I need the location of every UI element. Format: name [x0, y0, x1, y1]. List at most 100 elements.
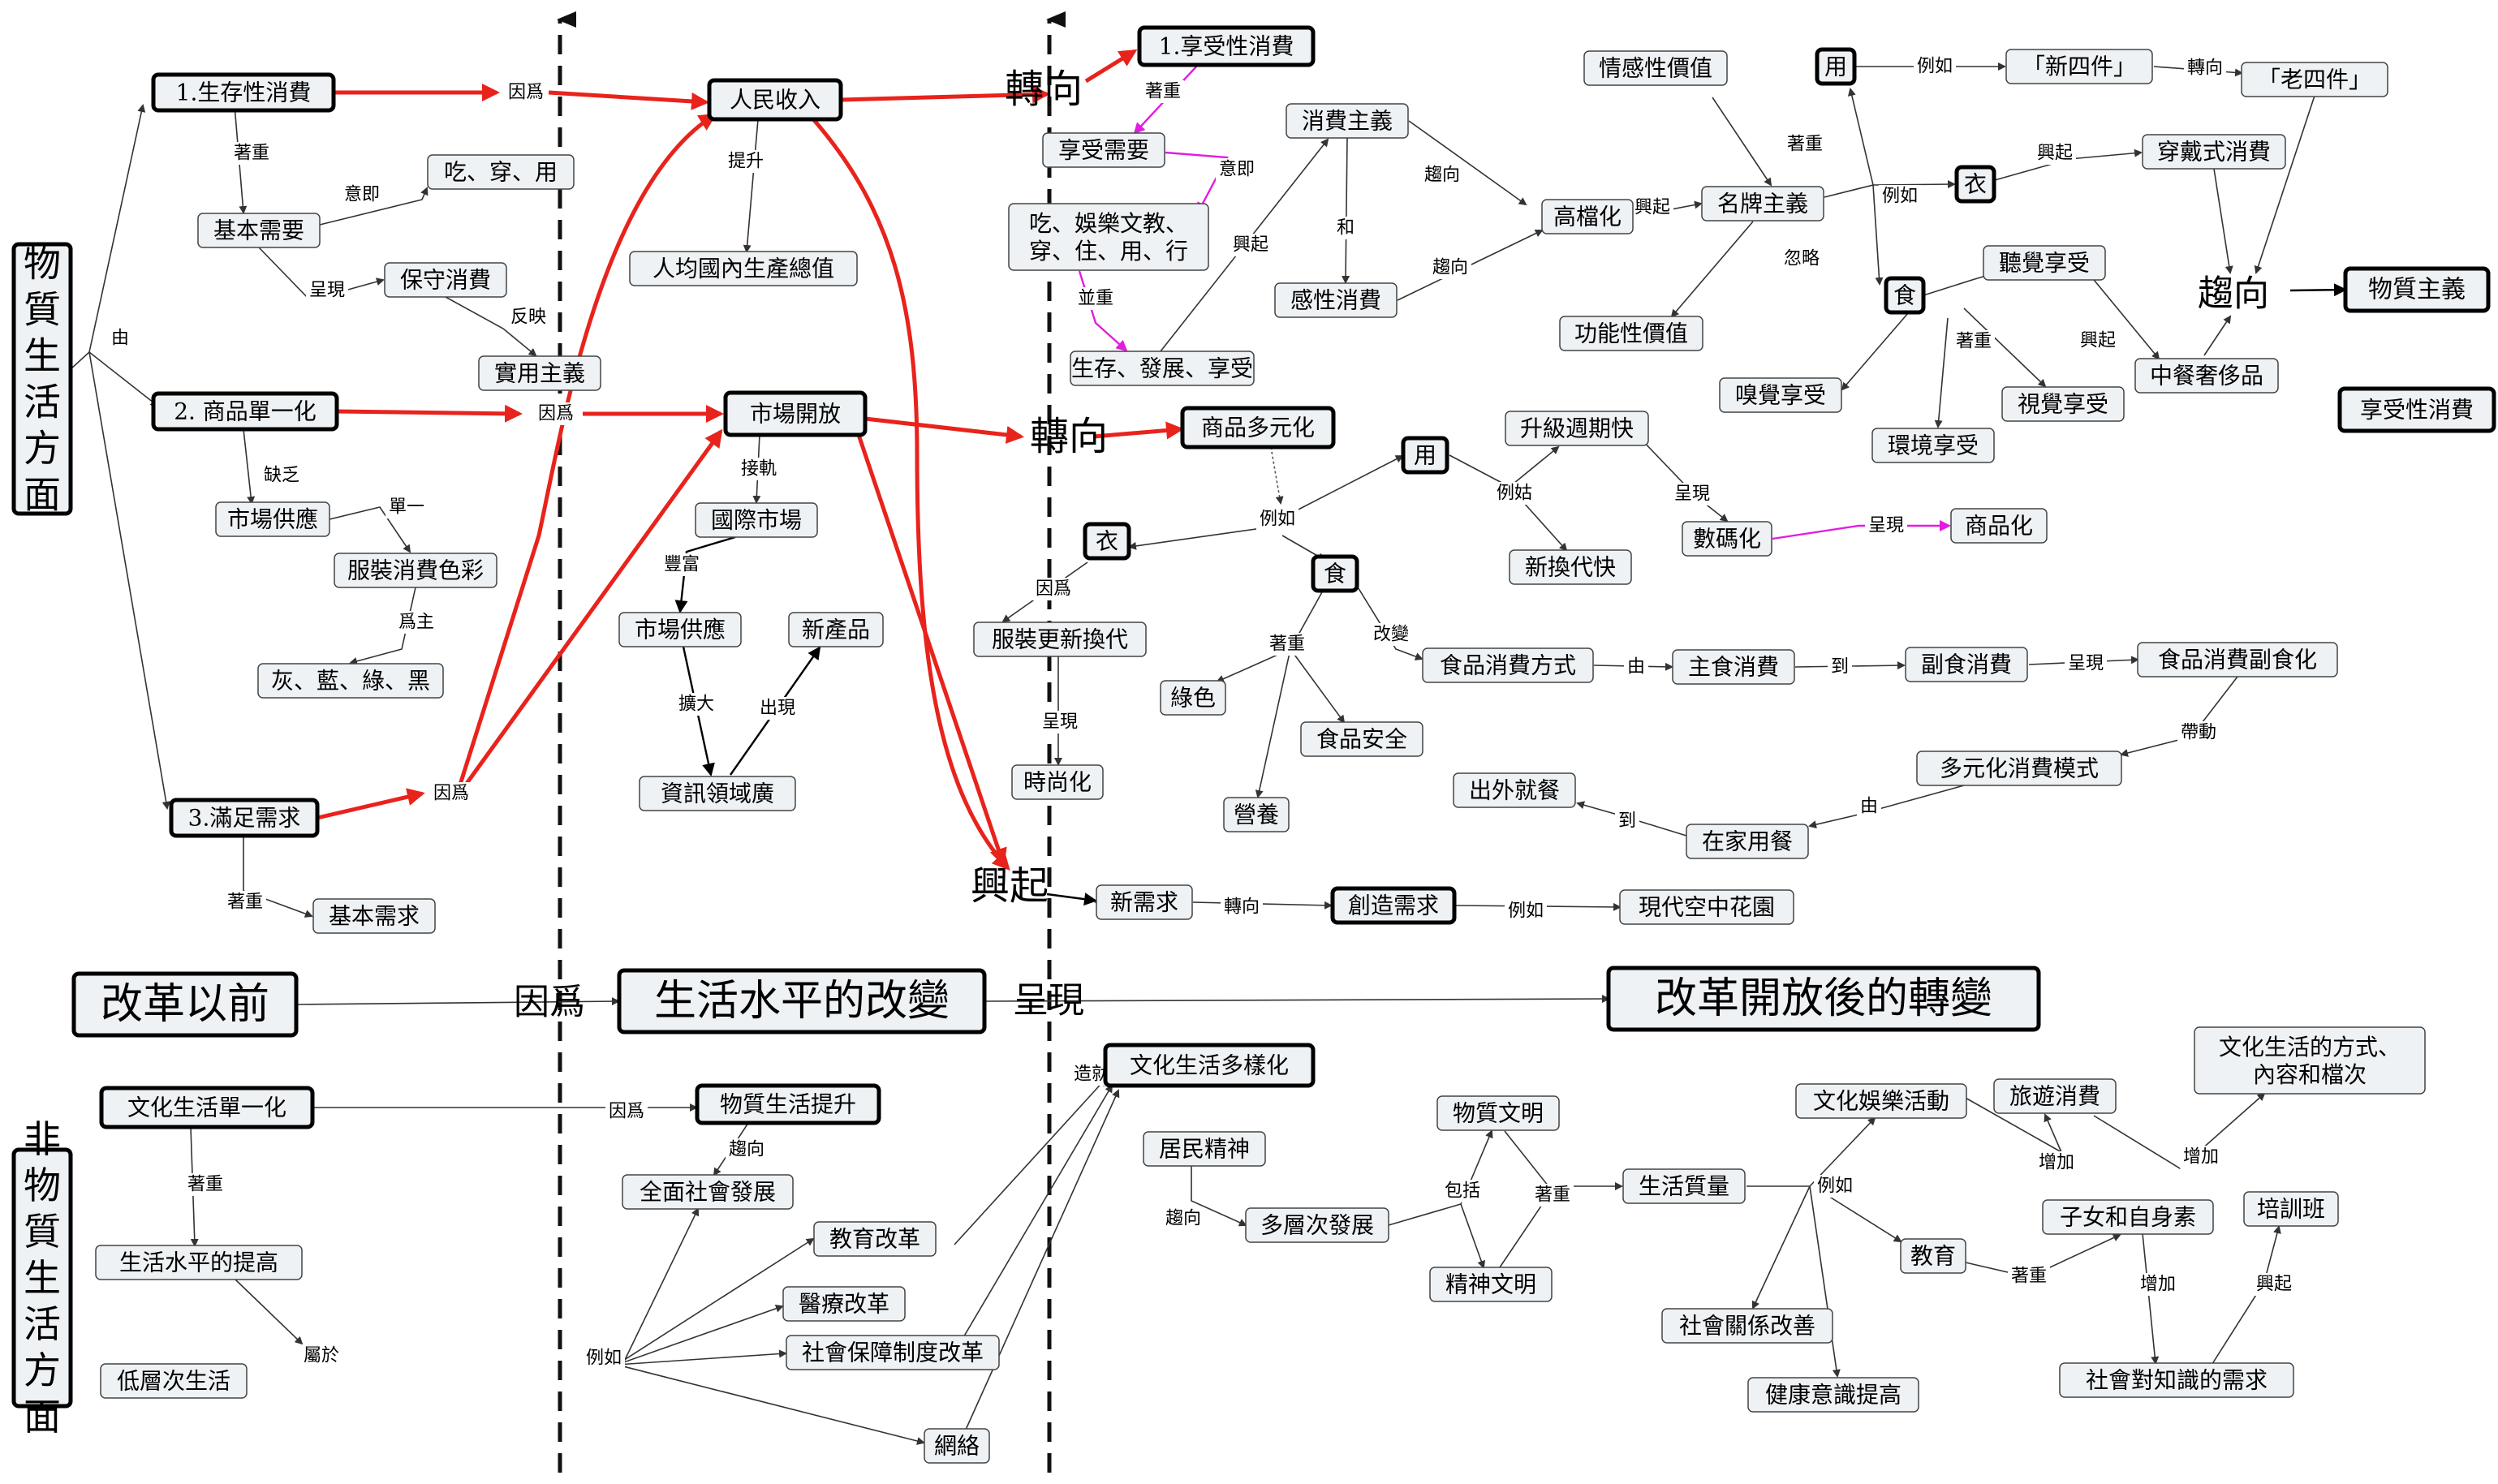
node-label: 嗅覺享受	[1735, 382, 1826, 409]
connector-96	[1499, 1196, 1548, 1268]
connector-9	[336, 404, 523, 423]
svg-text:意即: 意即	[344, 185, 380, 205]
edge-label-because: 因爲	[605, 1100, 648, 1123]
svg-text:例如: 例如	[1260, 510, 1295, 530]
connector-31	[1078, 270, 1128, 352]
node-diverse-pattern: 多元化消費模式	[1916, 751, 2122, 786]
node-label: 灰、藍、綠、黑	[271, 668, 430, 695]
node-label: 基本需要	[213, 217, 304, 244]
connector-85	[616, 1304, 784, 1366]
node-label: 文化生活多樣化	[1130, 1052, 1289, 1079]
node-label: 精神文明	[1445, 1271, 1536, 1298]
svg-text:由: 由	[1627, 657, 1645, 677]
edge-label-increase: 增加	[2035, 1151, 2078, 1174]
svg-text:由: 由	[111, 329, 129, 349]
svg-text:興起: 興起	[2037, 144, 2073, 164]
node-label: 人民收入	[730, 87, 820, 114]
connector-8	[445, 296, 537, 357]
node-label: 改革以前	[101, 980, 269, 1029]
svg-text:呈現: 呈現	[1868, 516, 1904, 536]
svg-text:擴大: 擴大	[678, 695, 714, 715]
svg-text:例如: 例如	[586, 1349, 622, 1369]
connector-50	[2213, 168, 2233, 274]
connector-37	[1712, 97, 1772, 187]
node-label: 用	[1414, 442, 1436, 469]
connector-87	[616, 1364, 925, 1445]
svg-text:興起: 興起	[2080, 331, 2116, 351]
connector-78	[296, 997, 620, 1006]
connector-84	[616, 1237, 815, 1366]
connector-93	[1388, 1129, 1493, 1226]
svg-text:趨向: 趨向	[1432, 258, 1468, 278]
edge-label-emphasis: 著重	[1953, 330, 1995, 353]
svg-text:興起: 興起	[1634, 198, 1670, 218]
svg-text:增加: 增加	[2039, 1153, 2074, 1173]
edge-label-to: 到	[1615, 810, 1639, 832]
node-diverse-goods: 商品多元化	[1180, 406, 1336, 450]
node-material-civ: 物質文明	[1436, 1095, 1560, 1131]
node-market-supply2: 市場供應	[618, 612, 742, 647]
node-label: 社會保障制度改革	[802, 1340, 984, 1366]
connector-83	[235, 1279, 304, 1345]
svg-text:趨向: 趨向	[1165, 1209, 1201, 1229]
svg-text:著重: 著重	[1535, 1185, 1570, 1206]
node-upscale: 高檔化	[1541, 199, 1634, 234]
connector-11	[243, 428, 256, 505]
edge-label-eg: 例如	[1914, 55, 1956, 78]
node-label: 在家用餐	[1702, 828, 1793, 855]
connector-14	[317, 788, 425, 820]
node-market-open: 市場開放	[723, 390, 868, 437]
edge-label-eg: 例如	[583, 1347, 625, 1370]
node-label: 物質生活提升	[720, 1091, 856, 1118]
node-label: 食品安全	[1316, 726, 1407, 753]
edge-label-emphasis: 著重	[1142, 80, 1184, 103]
node-label: 功能性價值	[1574, 320, 1688, 347]
svg-text:增加: 增加	[2140, 1275, 2176, 1295]
connector-1	[88, 351, 159, 407]
node-label: 用	[1824, 54, 1847, 80]
svg-text:爲主: 爲主	[398, 613, 434, 633]
node-enjoy-consumption: 1.享受性消費	[1137, 25, 1316, 67]
node-label: 主食消費	[1688, 654, 1779, 681]
svg-text:因爲: 因爲	[609, 1102, 644, 1122]
edge-label-connect: 接軌	[738, 458, 780, 480]
edge-label-rise: 興起	[2034, 142, 2076, 165]
node-label: 享受性消費	[2360, 397, 2474, 424]
connector-58	[1449, 445, 1560, 488]
connector-61	[1772, 520, 1951, 540]
connector-24	[856, 434, 1007, 867]
node-label: 1.享受性消費	[1159, 33, 1294, 60]
connector-52	[2203, 315, 2232, 356]
edge-label-lack: 缺乏	[261, 464, 303, 487]
node-label: 新需求	[1110, 889, 1178, 916]
node-label: 數碼化	[1693, 526, 1761, 553]
edge-label-mainly: 爲主	[395, 611, 437, 634]
node-c1: 1.生存性消費	[151, 72, 336, 113]
node-label: 享受需要	[1058, 137, 1149, 164]
edge-label-include: 包括	[1441, 1180, 1484, 1202]
node-social-relation: 社會關係改善	[1661, 1308, 1833, 1344]
node-label: 時尚化	[1023, 769, 1092, 796]
node-label: 綠色	[1170, 685, 1216, 712]
big-turn1: 轉向	[1005, 67, 1083, 112]
svg-text:包括: 包括	[1445, 1181, 1480, 1202]
node-culture-single: 文化生活單一化	[99, 1086, 315, 1129]
svg-text:缺乏: 缺乏	[264, 466, 299, 486]
connector-90	[954, 1084, 1113, 1353]
edge-label-by: 由	[1857, 795, 1881, 818]
edge-label-because: 因爲	[535, 402, 577, 425]
edge-label-and: 和	[1333, 217, 1358, 239]
edge-label-belong: 屬於	[300, 1344, 342, 1367]
node-label: 全面社會發展	[640, 1179, 776, 1206]
svg-text:轉向: 轉向	[2187, 58, 2223, 79]
node-food-method: 食品消費方式	[1422, 647, 1594, 683]
node-label: 培訓班	[2257, 1196, 2325, 1223]
node-label: 居民精神	[1159, 1136, 1250, 1163]
node-label: 物質文明	[1453, 1100, 1544, 1127]
svg-text:著重: 著重	[187, 1175, 223, 1195]
node-label: 資訊領域廣	[661, 781, 774, 807]
node-eat-entertain: 吃、娛樂文教、穿、住、用、行	[1008, 203, 1209, 271]
node-label: 商品化	[1965, 513, 2033, 540]
svg-text:趨向: 趨向	[1424, 166, 1460, 186]
svg-text:單一: 單一	[389, 497, 424, 518]
